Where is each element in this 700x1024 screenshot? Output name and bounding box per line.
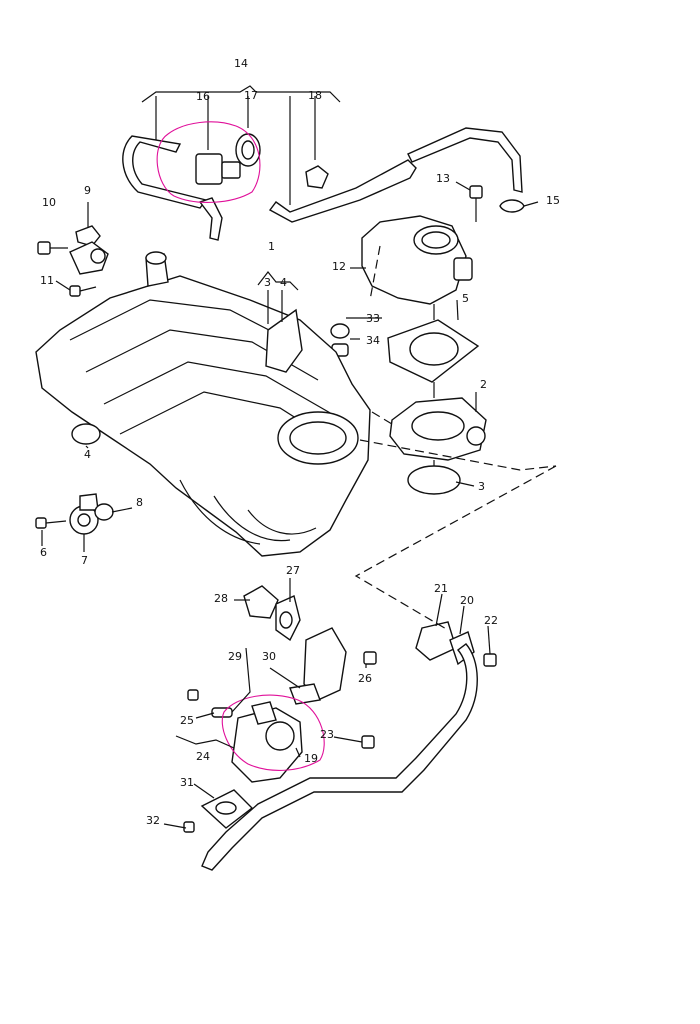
callout-33: 33: [366, 312, 380, 325]
callout-14: 14: [234, 57, 248, 70]
callout-17: 17: [244, 89, 258, 102]
callout-31: 31: [180, 776, 194, 789]
callout-6: 6: [40, 546, 47, 559]
callout-22: 22: [484, 614, 498, 627]
callout-9: 9: [84, 184, 91, 197]
leader-lines: [41, 181, 539, 829]
callout-25: 25: [180, 714, 194, 727]
callout-19: 19: [304, 752, 318, 765]
callout-34: 34: [366, 334, 380, 347]
egr-valve-group: [183, 585, 497, 871]
callout-18: 18: [308, 89, 322, 102]
throttle-body-group: [330, 185, 525, 495]
callout-7: 7: [81, 554, 88, 567]
callout-23: 23: [320, 728, 334, 741]
callout-21: 21: [434, 582, 448, 595]
callout-labels: 1 2 3 3 4 4 5 6 7 8 9 10 11 12 13 14 15 …: [40, 57, 560, 827]
connection-lines: [354, 245, 557, 631]
callout-3-lower: 3: [478, 480, 485, 493]
callout-16: 16: [196, 90, 210, 103]
callout-32: 32: [146, 814, 160, 827]
callout-4-upper: 4: [280, 276, 287, 289]
callout-1: 1: [268, 240, 275, 253]
callout-13: 13: [436, 172, 450, 185]
callout-26: 26: [358, 672, 372, 685]
callout-3-upper: 3: [264, 276, 271, 289]
callout-29: 29: [228, 650, 242, 663]
callout-15: 15: [546, 194, 560, 207]
callout-20: 20: [460, 594, 474, 607]
callout-4-lower: 4: [84, 448, 91, 461]
callout-28: 28: [214, 592, 228, 605]
callout-24: 24: [196, 750, 210, 763]
vacuum-hose-assembly: [122, 85, 523, 241]
callout-8: 8: [136, 496, 143, 509]
callout-5: 5: [462, 292, 469, 305]
callout-12: 12: [332, 260, 346, 273]
callout-11: 11: [40, 274, 54, 287]
callout-30: 30: [262, 650, 276, 663]
sensor-and-bolts: [35, 225, 114, 535]
callout-2: 2: [480, 378, 487, 391]
callout-10: 10: [42, 196, 56, 209]
callout-27: 27: [286, 564, 300, 577]
intake-manifold: [35, 251, 371, 557]
